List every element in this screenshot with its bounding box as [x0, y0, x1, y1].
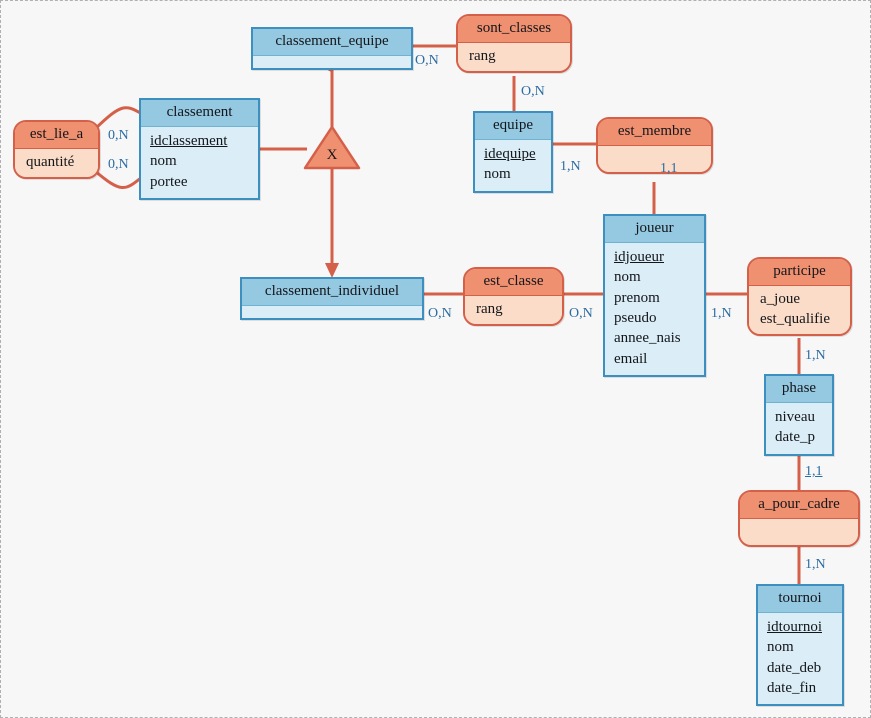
attribute: nom — [767, 639, 794, 656]
relation-attributes — [598, 145, 711, 172]
attribute: email — [614, 350, 648, 367]
cardinality-estliea-classement-top[interactable]: 0,N — [108, 128, 129, 143]
relation-attributes: quantité — [15, 148, 98, 177]
cardinality-estclasse-joueur[interactable]: O,N — [569, 306, 593, 321]
cardinality-equipe-estmembre[interactable]: 1,N — [560, 159, 581, 174]
relation-attribute: est_qualifie — [760, 310, 830, 327]
relation-attribute: rang — [476, 300, 503, 317]
entity-title: classement_equipe — [253, 29, 411, 56]
relation-attribute: a_joue — [760, 290, 800, 307]
relation-title: est_lie_a — [15, 122, 98, 149]
attribute-key: niveau — [775, 408, 815, 425]
relation-title: sont_classes — [458, 16, 570, 43]
cardinality-estmembre-joueur[interactable]: 1,1 — [660, 161, 678, 176]
relation-attribute: rang — [469, 47, 496, 64]
attribute: date_p — [775, 429, 815, 446]
attribute: nom — [614, 269, 641, 286]
relation-attributes: rang — [465, 295, 562, 324]
cardinality-apourcadre-tournoi[interactable]: 1,N — [805, 557, 826, 572]
relation-est-classe[interactable]: est_classe rang — [463, 267, 564, 326]
relation-title: a_pour_cadre — [740, 492, 858, 519]
cardinality-classementindividuel-estclasse[interactable]: O,N — [428, 306, 452, 321]
relation-title: est_classe — [465, 269, 562, 296]
entity-tournoi[interactable]: tournoi idtournoi nom date_deb date_fin — [756, 584, 844, 707]
relation-est-membre[interactable]: est_membre — [596, 117, 713, 174]
entity-attributes: idclassement nom portee — [141, 126, 258, 198]
link-estliea-classement-top — [93, 106, 143, 131]
attribute-key: idequipe — [484, 145, 536, 162]
arrowhead-down-icon — [325, 263, 339, 278]
attribute: date_fin — [767, 679, 817, 696]
entity-title: tournoi — [758, 586, 842, 613]
attribute: portee — [150, 173, 188, 190]
entity-title: joueur — [605, 216, 704, 243]
entity-attributes — [242, 305, 422, 318]
relation-a-pour-cadre[interactable]: a_pour_cadre — [738, 490, 860, 547]
entity-classement-equipe[interactable]: classement_equipe — [251, 27, 413, 70]
relation-participe[interactable]: participe a_joue est_qualifie — [747, 257, 852, 336]
attribute: date_deb — [767, 659, 822, 676]
relation-title: participe — [749, 259, 850, 286]
entity-title: equipe — [475, 113, 551, 140]
entity-equipe[interactable]: equipe idequipe nom — [473, 111, 553, 193]
cardinality-joueur-participe[interactable]: 1,N — [711, 306, 732, 321]
relation-attributes: rang — [458, 42, 570, 71]
relation-attribute: quantité — [26, 153, 75, 170]
attribute: prenom — [614, 289, 660, 306]
cardinality-sontclasses-equipe[interactable]: O,N — [521, 84, 545, 99]
specialization-triangle-x[interactable]: X — [302, 125, 362, 171]
cardinality-classementequipe-sontclasses[interactable]: O,N — [415, 53, 439, 68]
entity-title: classement_individuel — [242, 279, 422, 306]
entity-phase[interactable]: phase niveau date_p — [764, 374, 834, 456]
entity-title: phase — [766, 376, 832, 403]
entity-classement-individuel[interactable]: classement_individuel — [240, 277, 424, 320]
attribute: nom — [150, 153, 177, 170]
attribute-key: idclassement — [150, 132, 228, 149]
entity-classement[interactable]: classement idclassement nom portee — [139, 98, 260, 200]
entity-attributes — [253, 55, 411, 68]
entity-title: classement — [141, 100, 258, 127]
attribute-key: idtournoi — [767, 618, 822, 635]
attribute: annee_nais — [614, 330, 681, 347]
entity-attributes: niveau date_p — [766, 402, 832, 454]
relation-est-lie-a[interactable]: est_lie_a quantité — [13, 120, 100, 179]
cardinality-participe-phase[interactable]: 1,N — [805, 348, 826, 363]
attribute-key: idjoueur — [614, 248, 664, 265]
cardinality-estliea-classement-bottom[interactable]: 0,N — [108, 157, 129, 172]
entity-joueur[interactable]: joueur idjoueur nom prenom pseudo annee_… — [603, 214, 706, 378]
entity-attributes: idtournoi nom date_deb date_fin — [758, 612, 842, 705]
specialization-label: X — [326, 147, 338, 163]
attribute: nom — [484, 166, 511, 183]
attribute: pseudo — [614, 309, 657, 326]
entity-attributes: idjoueur nom prenom pseudo annee_nais em… — [605, 242, 704, 376]
link-estliea-classement-bottom — [94, 169, 143, 189]
relation-attributes: a_joue est_qualifie — [749, 285, 850, 334]
relation-attributes — [740, 518, 858, 545]
cardinality-phase-apourcadre[interactable]: 1,1 — [805, 464, 823, 479]
entity-attributes: idequipe nom — [475, 139, 551, 191]
relation-title: est_membre — [598, 119, 711, 146]
relation-sont-classes[interactable]: sont_classes rang — [456, 14, 572, 73]
